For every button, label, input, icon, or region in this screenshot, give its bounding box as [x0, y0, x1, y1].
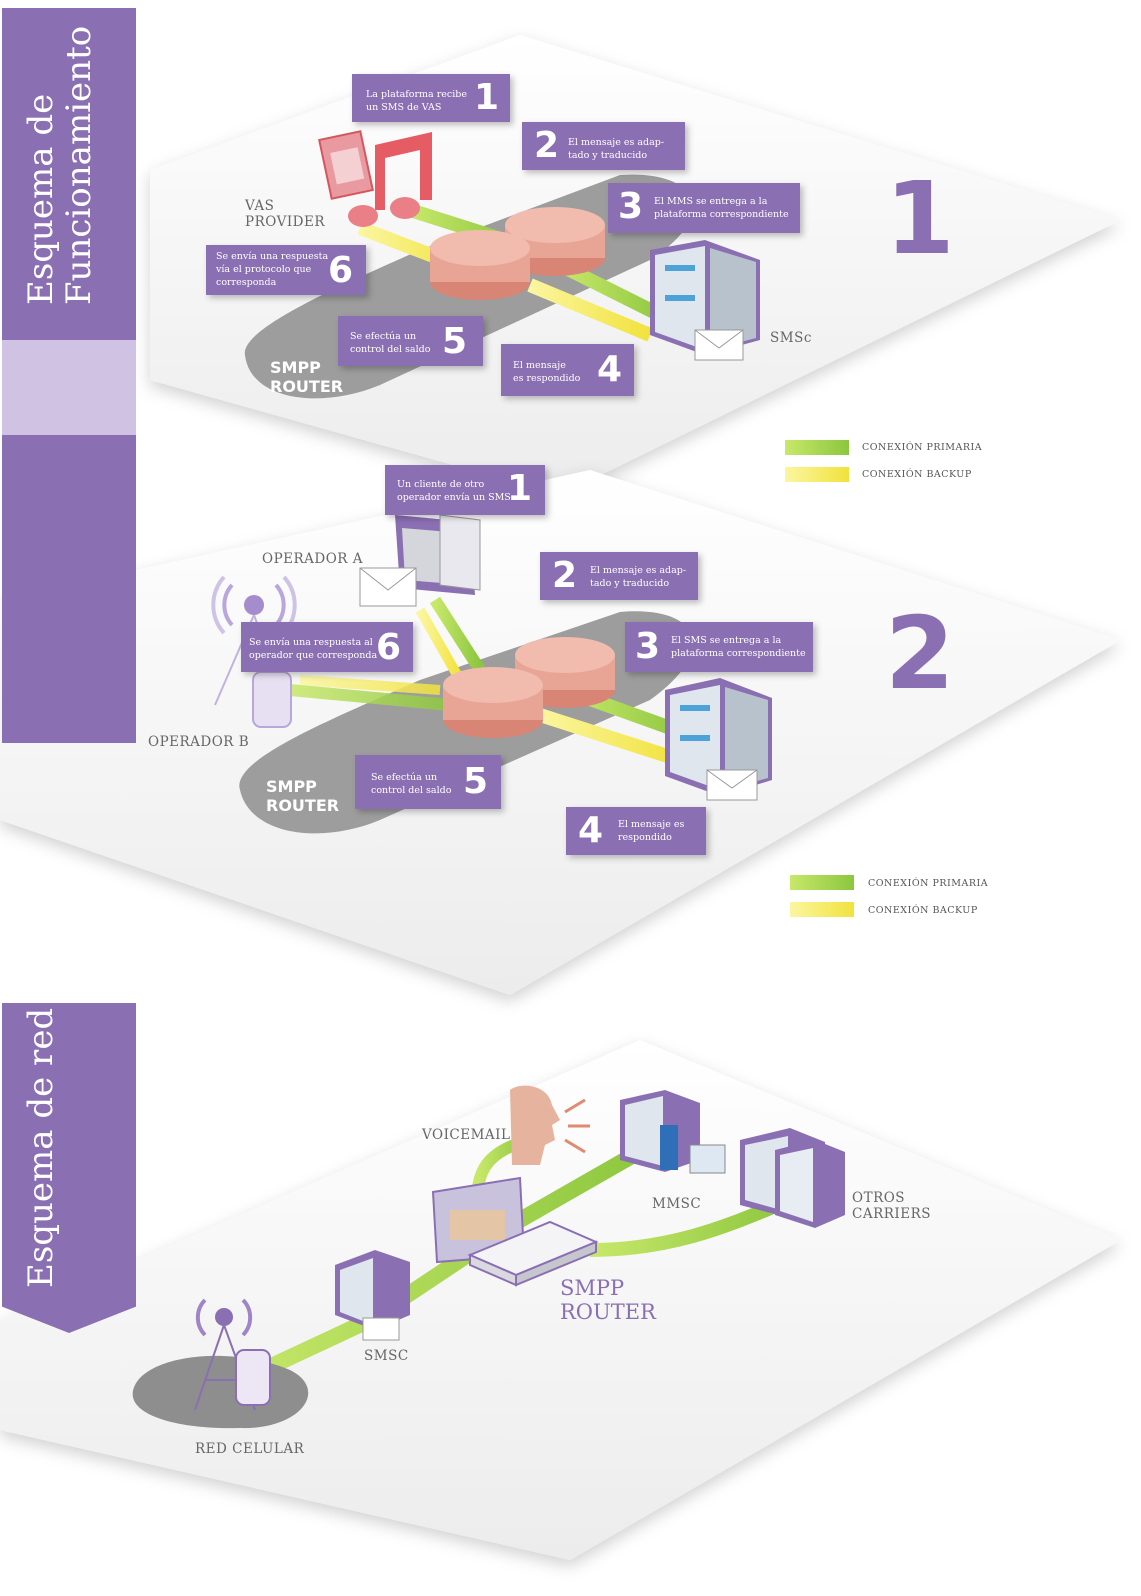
banner-red	[2, 1003, 136, 1333]
callout-2-6: Se envía una respuesta al operador que c…	[241, 622, 413, 672]
legend-backup-text-2: CONEXIÓN BACKUP	[868, 905, 978, 916]
backup-line-2a	[299, 675, 441, 695]
callout-2-3: 3 El SMS se entrega a la plataforma corr…	[625, 622, 813, 672]
callout-1-4: El mensaje es respondido 4	[501, 344, 634, 396]
label-router-2: SMPP ROUTER	[266, 777, 340, 815]
antenna-phone-icon-2	[211, 575, 297, 728]
legend-primary-text-2: CONEXIÓN PRIMARIA	[868, 878, 989, 889]
callout-2-5: Se efectúa un control del saldo 5	[355, 755, 501, 809]
label-operador-b: OPERADOR B	[148, 734, 250, 750]
screen-icon-3	[431, 1176, 526, 1264]
carriers-cabinets-icon	[740, 1128, 845, 1228]
label-red-celular: RED CELULAR	[195, 1441, 305, 1457]
label-operador-a: OPERADOR A	[262, 551, 364, 567]
voicemail-face-icon	[510, 1085, 590, 1165]
cell-tower-icon	[194, 1298, 271, 1411]
callout-2-1: Un cliente de otro operador envía un SMS…	[385, 465, 545, 515]
router-icon-2	[443, 637, 615, 738]
primary-line-2b	[429, 596, 486, 674]
label-smsc-3: SMSC	[364, 1348, 409, 1364]
label-router-1: SMPP ROUTER	[270, 358, 344, 396]
legend-primary-swatch-2	[790, 875, 854, 890]
scene-1-number: 1	[885, 160, 955, 277]
label-voicemail: VOICEMAIL	[422, 1127, 511, 1143]
callout-2-4: 4 El mensaje es respondido	[566, 807, 706, 855]
server-cabinet-icon-1	[650, 240, 760, 361]
label-smsc-1: SMSc	[770, 330, 812, 346]
callout-1-5: Se efectúa un control del saldo 5	[338, 316, 483, 366]
mmsc-cabinet-icon	[620, 1090, 726, 1174]
label-mmsc: MMSC	[652, 1196, 702, 1212]
label-vas-provider: VAS PROVIDER	[245, 198, 326, 230]
computer-icon-2	[359, 514, 481, 607]
scene-2-number: 2	[885, 595, 955, 712]
backup-line-2c	[537, 708, 683, 767]
banner-red-text: Esquema de red	[21, 1007, 61, 1288]
smsc-cabinet-icon-3	[335, 1250, 410, 1341]
legend-backup-text-1: CONEXIÓN BACKUP	[862, 469, 972, 480]
callout-1-2: 2 El mensaje es adap- tado y traducido	[522, 122, 685, 170]
server-cabinet-icon-2	[665, 678, 772, 801]
network-line-main	[216, 1133, 664, 1398]
vas-media-icon	[318, 130, 432, 227]
router-icon-1	[430, 207, 605, 300]
label-smpp-router-3: SMPP ROUTER	[560, 1276, 656, 1324]
smpp-router-device-icon	[467, 1220, 599, 1287]
backup-line-2b	[415, 607, 465, 683]
callout-1-1: La plataforma recibe un SMS de VAS 1	[352, 74, 510, 122]
banner-funcionamiento-text: Esquema de Funcionamiento	[21, 25, 99, 305]
legend-primary-swatch-1	[785, 440, 849, 455]
callout-1-6: Se envía una respuesta vía el protocolo …	[206, 245, 366, 295]
legend-primary-text-1: CONEXIÓN PRIMARIA	[862, 442, 983, 453]
legend-backup-swatch-1	[785, 467, 849, 482]
banner-shadow-1	[2, 340, 136, 435]
label-otros-carriers: OTROS CARRIERS	[852, 1190, 932, 1222]
legend-backup-swatch-2	[790, 902, 854, 917]
callout-1-3: 3 El MMS se entrega a la plataforma corr…	[608, 183, 800, 233]
callout-2-2: 2 El mensaje es adap- tado y traducido	[540, 552, 698, 600]
primary-line-2a	[289, 684, 451, 711]
backup-line-1b	[527, 278, 653, 342]
